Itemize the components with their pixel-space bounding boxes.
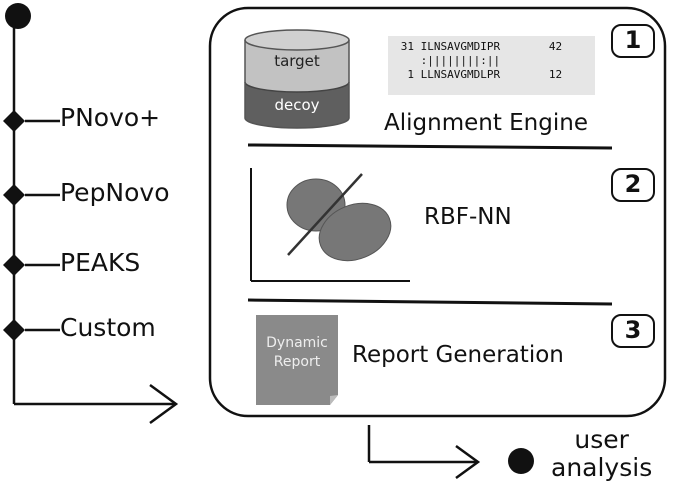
database-decoy-label: decoy xyxy=(274,96,320,114)
subject-sequence: LLNSAVGMDLPR xyxy=(420,68,501,81)
tool-label-custom: Custom xyxy=(60,313,156,342)
input-arrow xyxy=(14,383,179,425)
tool-branch-custom xyxy=(3,319,60,341)
sequence-alignment: 31 ILNSAVGMDIPR 42 :||||||||:|| 1 LLNSAVG… xyxy=(388,36,595,95)
subject-start: 1 xyxy=(407,68,414,81)
database-cylinder-icon xyxy=(244,29,350,129)
stage-title-rbf: RBF-NN xyxy=(424,204,512,230)
tool-branch-pepnovo xyxy=(3,184,60,206)
query-sequence: ILNSAVGMDIPR xyxy=(420,40,501,53)
database-target-label: target xyxy=(274,52,320,70)
tool-label-pnovo: PNovo+ xyxy=(60,103,161,132)
report-line-2: Report xyxy=(273,354,321,370)
stage-divider-2 xyxy=(247,298,613,306)
output-line-1: user xyxy=(574,425,629,454)
report-document-icon xyxy=(256,315,338,405)
output-arrow xyxy=(367,425,481,480)
match-line: :||||||||:|| xyxy=(420,54,501,67)
stage-title-alignment: Alignment Engine xyxy=(384,110,588,136)
tool-branch-peaks xyxy=(3,254,60,276)
report-line-1: Dynamic xyxy=(266,335,328,351)
end-node xyxy=(508,448,534,474)
output-line-2: analysis xyxy=(551,453,653,482)
tool-label-peaks: PEAKS xyxy=(60,248,141,277)
output-label: user analysis xyxy=(551,426,652,482)
tool-branch-pnovo xyxy=(3,110,60,132)
subject-end: 12 xyxy=(548,68,563,81)
tool-label-pepnovo: PepNovo xyxy=(60,178,170,207)
query-start: 31 xyxy=(400,40,414,53)
stage-divider-1 xyxy=(247,143,613,150)
stage-number-2: 2 xyxy=(611,168,655,202)
stage-number-1: 1 xyxy=(611,24,655,58)
query-end: 42 xyxy=(548,40,563,53)
stage-number-3: 3 xyxy=(611,314,655,348)
rbf-plot-icon xyxy=(250,168,410,282)
stage-title-report: Report Generation xyxy=(352,342,564,368)
report-document-text: Dynamic Report xyxy=(256,334,338,372)
start-node xyxy=(5,3,31,29)
